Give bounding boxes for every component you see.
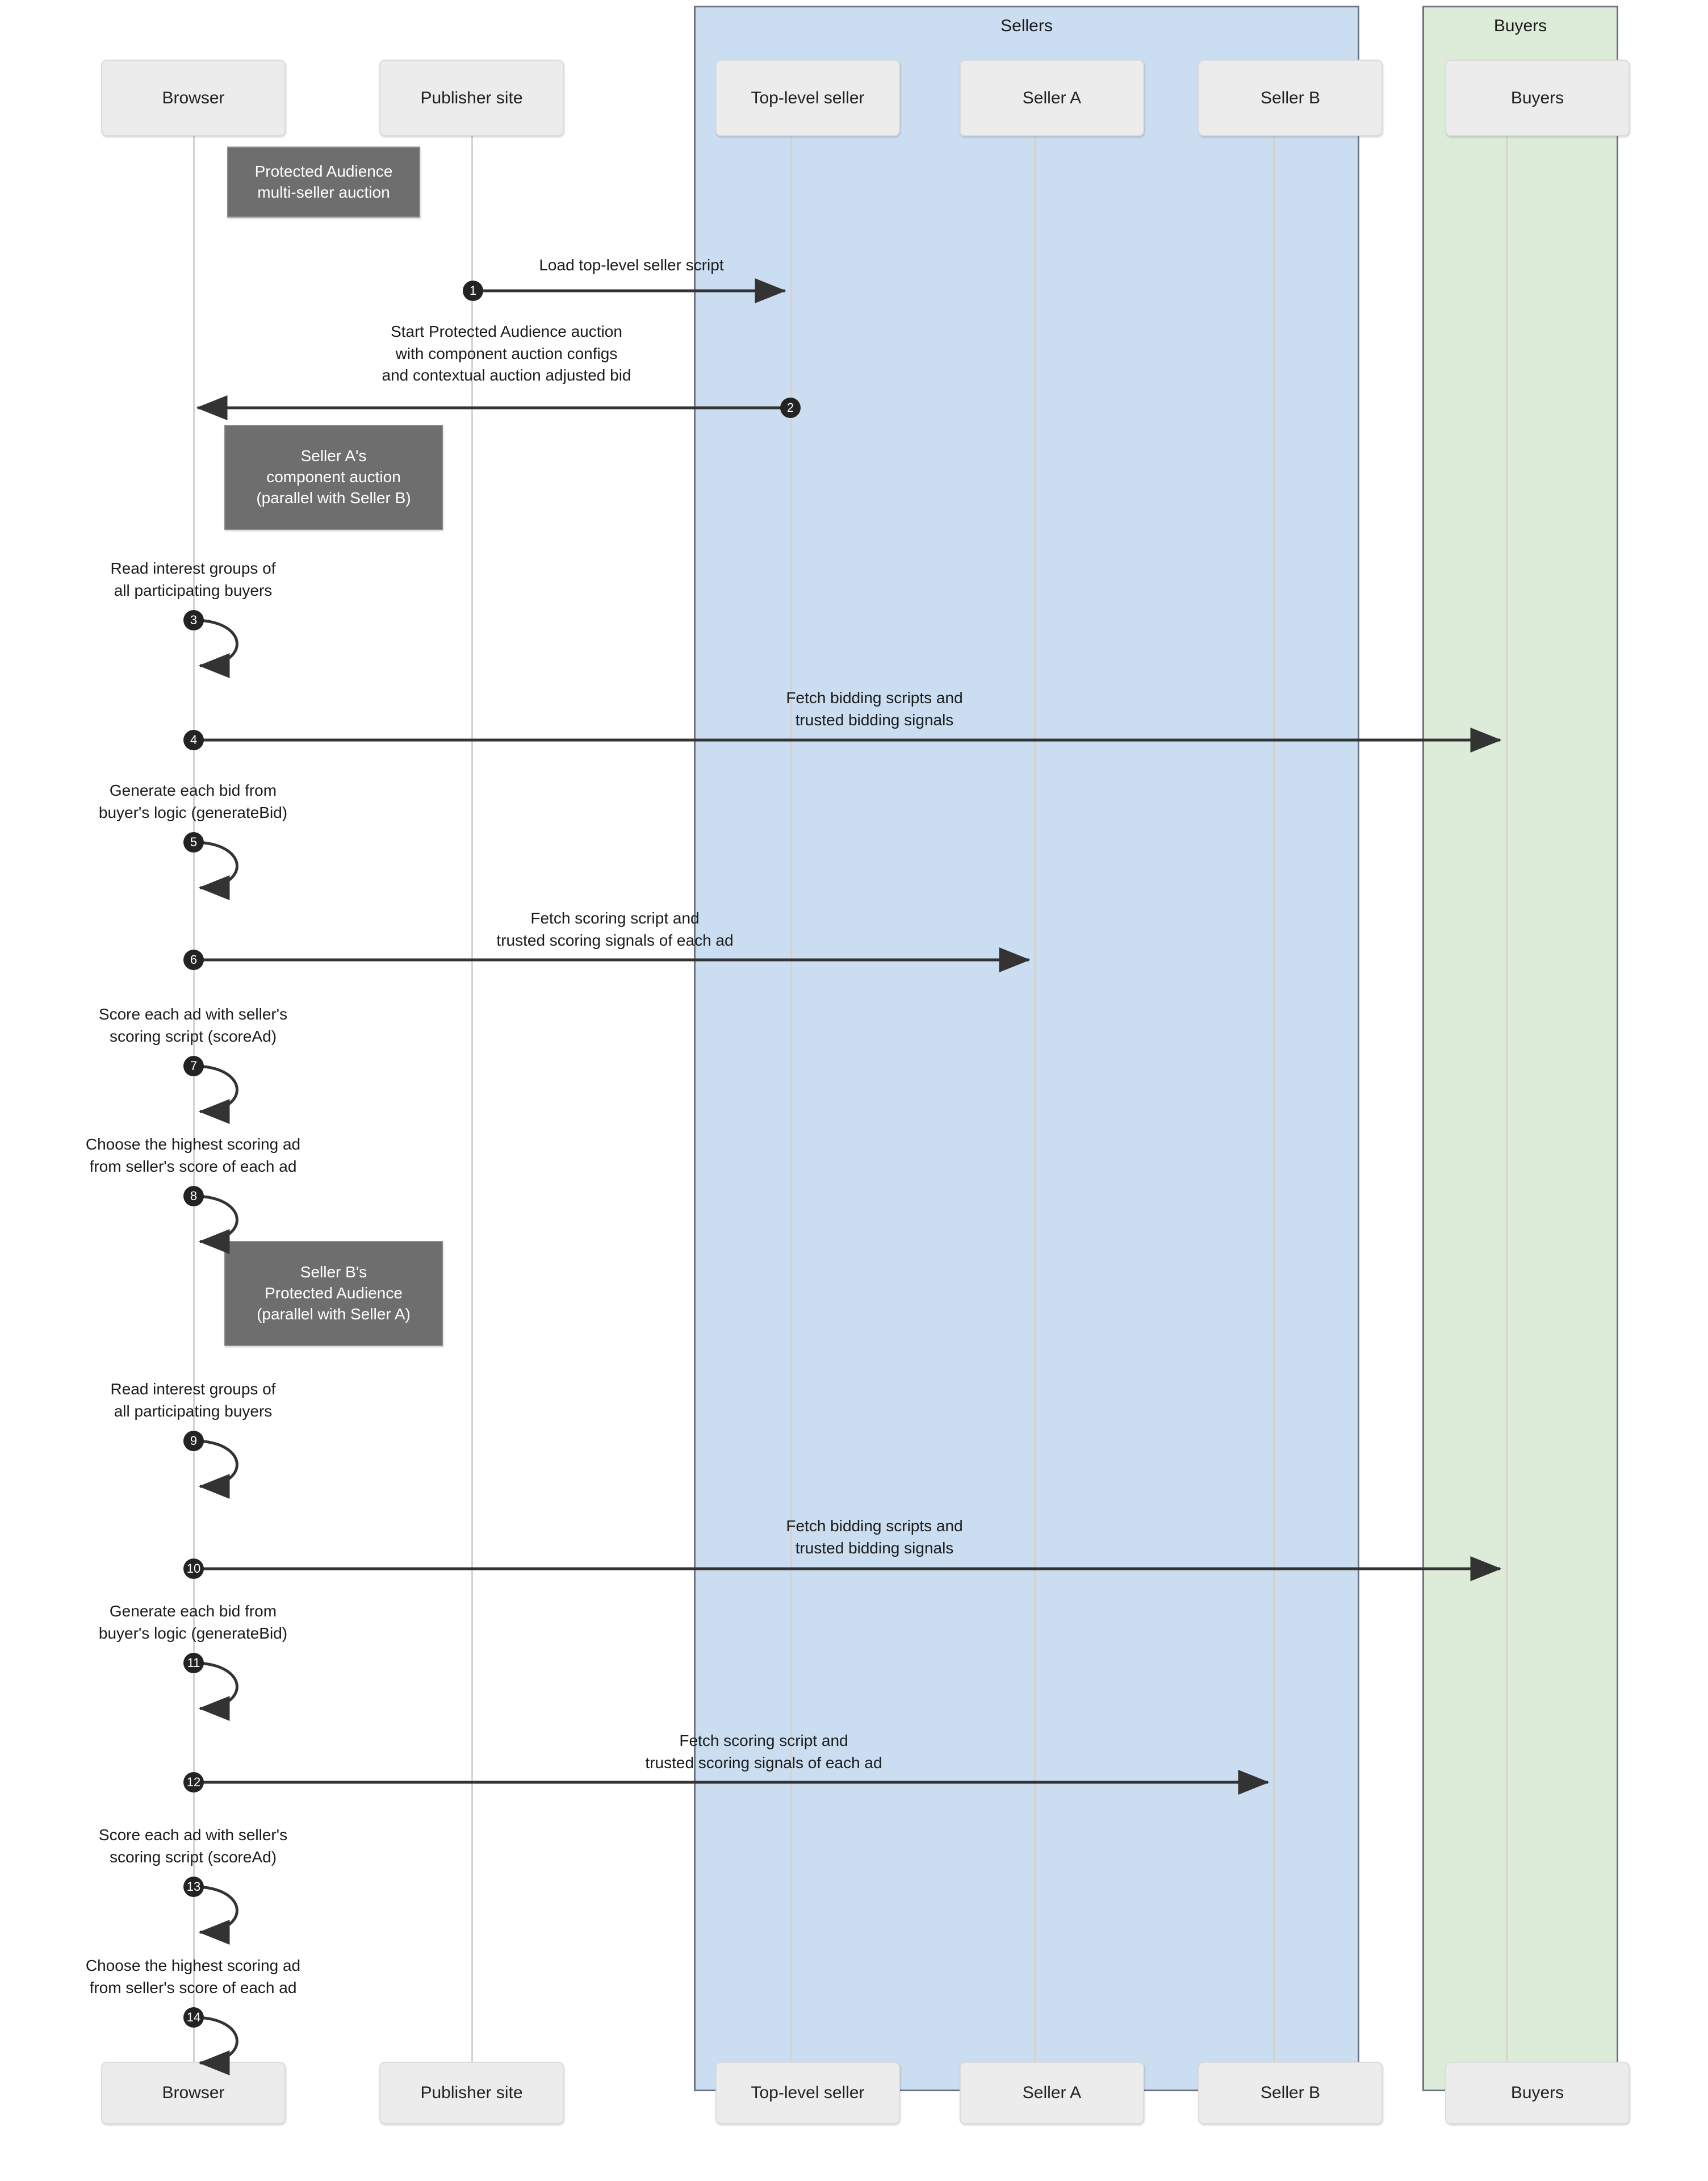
- actor-sellerB-bottom-label: Seller B: [1260, 2083, 1321, 2102]
- msg-label-3: Read interest groups of all participatin…: [110, 559, 276, 599]
- seqnum-6: 6: [183, 950, 204, 970]
- note-line: Protected Audience: [254, 162, 393, 180]
- note-protected-audience-multi-seller-auction: Protected Audience multi-seller auction: [227, 147, 420, 218]
- msg-label-8: Choose the highest scoring ad from selle…: [85, 1135, 301, 1175]
- msg-label-9: Read interest groups of all participatin…: [110, 1380, 276, 1420]
- actor-publisher-top[interactable]: Publisher site: [379, 60, 564, 136]
- actor-buyers-top-label: Buyers: [1510, 88, 1564, 107]
- note-seller-b-protected-audience: Seller B's Protected Audience (parallel …: [224, 1241, 443, 1346]
- seqnum-13: 13: [183, 1877, 204, 1897]
- actor-buyers-bottom-label: Buyers: [1510, 2083, 1564, 2102]
- seqnum-7: 7: [183, 1056, 204, 1076]
- seqnum-5: 5: [183, 832, 204, 853]
- note-line: multi-seller auction: [257, 183, 390, 201]
- msg-label-5: Generate each bid from buyer's logic (ge…: [98, 782, 288, 821]
- group-sellers: Sellers: [694, 6, 1359, 2091]
- lifeline-sellerA: [1034, 136, 1036, 2067]
- actor-buyers-bottom[interactable]: Buyers: [1445, 2062, 1630, 2124]
- actor-sellerB-top-label: Seller B: [1260, 88, 1321, 107]
- note-line: (parallel with Seller B): [256, 488, 411, 507]
- actor-publisher-top-label: Publisher site: [420, 88, 523, 107]
- note-line: Protected Audience: [265, 1284, 403, 1302]
- seqnum-4: 4: [183, 730, 204, 750]
- msg-label-13: Score each ad with seller's scoring scri…: [98, 1826, 288, 1866]
- seqnum-10: 10: [183, 1559, 204, 1579]
- note-line: Seller B's: [300, 1263, 367, 1281]
- lifeline-toplevel: [790, 136, 792, 2067]
- seqnum-9: 9: [183, 1431, 204, 1451]
- actor-sellerA-top[interactable]: Seller A: [960, 60, 1144, 136]
- note-line: Seller A's: [300, 447, 367, 465]
- actor-browser-top[interactable]: Browser: [101, 60, 286, 136]
- actor-browser-bottom-label: Browser: [162, 2083, 225, 2102]
- seqnum-12: 12: [183, 1772, 204, 1793]
- actor-browser-top-label: Browser: [162, 88, 225, 107]
- actor-toplevel-top-label: Top-level seller: [751, 88, 865, 107]
- note-seller-a-component-auction: Seller A's component auction (parallel w…: [224, 425, 443, 530]
- msg-label-6: Fetch scoring script and trusted scoring…: [496, 909, 734, 949]
- group-sellers-label: Sellers: [1000, 16, 1053, 35]
- actor-sellerA-bottom[interactable]: Seller A: [960, 2062, 1144, 2124]
- msg-label-7: Score each ad with seller's scoring scri…: [98, 1005, 288, 1045]
- actor-toplevel-bottom[interactable]: Top-level seller: [715, 2062, 900, 2124]
- note-line: component auction: [266, 468, 401, 486]
- actor-toplevel-bottom-label: Top-level seller: [751, 2083, 865, 2102]
- seqnum-11: 11: [183, 1653, 204, 1673]
- msg-label-4: Fetch bidding scripts and trusted biddin…: [786, 689, 963, 729]
- actor-browser-bottom[interactable]: Browser: [101, 2062, 286, 2124]
- actor-buyers-top[interactable]: Buyers: [1445, 60, 1630, 136]
- seqnum-8: 8: [183, 1186, 204, 1206]
- actor-sellerB-top[interactable]: Seller B: [1198, 60, 1383, 136]
- note-line: (parallel with Seller A): [257, 1305, 411, 1323]
- lifeline-buyers: [1506, 136, 1508, 2067]
- lifeline-publisher: [471, 136, 473, 2067]
- actor-sellerA-top-label: Seller A: [1022, 88, 1082, 107]
- msg-label-10: Fetch bidding scripts and trusted biddin…: [786, 1517, 963, 1557]
- group-buyers-label: Buyers: [1493, 16, 1547, 35]
- seqnum-14: 14: [183, 2007, 204, 2028]
- seqnum-2: 2: [780, 398, 801, 418]
- msg-label-1: Load top-level seller script: [539, 256, 724, 274]
- actor-sellerA-bottom-label: Seller A: [1022, 2083, 1082, 2102]
- actor-toplevel-top[interactable]: Top-level seller: [715, 60, 900, 136]
- group-buyers: Buyers: [1422, 6, 1618, 2091]
- msg-label-12: Fetch scoring script and trusted scoring…: [645, 1732, 882, 1771]
- seqnum-3: 3: [183, 610, 204, 630]
- msg-label-2: Start Protected Audience auction with co…: [382, 323, 631, 385]
- actor-sellerB-bottom[interactable]: Seller B: [1198, 2062, 1383, 2124]
- msg-label-11: Generate each bid from buyer's logic (ge…: [98, 1602, 288, 1642]
- actor-publisher-bottom-label: Publisher site: [420, 2083, 523, 2102]
- msg-label-14: Choose the highest scoring ad from selle…: [85, 1957, 301, 1996]
- actor-publisher-bottom[interactable]: Publisher site: [379, 2062, 564, 2124]
- lifeline-sellerB: [1273, 136, 1275, 2067]
- seqnum-1: 1: [463, 281, 483, 301]
